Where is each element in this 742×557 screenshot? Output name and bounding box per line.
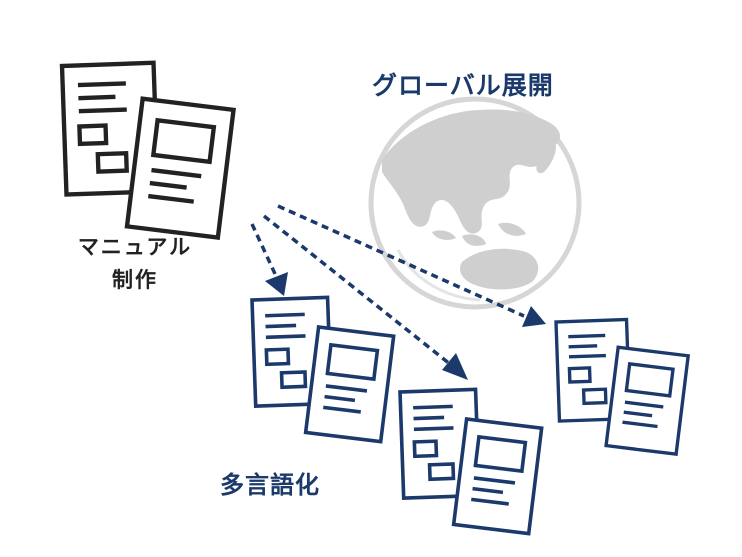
translated-doc-icon-1 — [252, 297, 394, 441]
dashed-arrow-icon — [250, 204, 525, 366]
translated-doc-icon-3 — [556, 320, 688, 455]
multilingual-label: 多言語化 — [220, 471, 320, 499]
manual-production-label: マニュアル 制作 — [60, 231, 210, 297]
global-expansion-label: グローバル展開 — [372, 71, 554, 100]
globe-icon — [368, 96, 582, 310]
manual-label-line1: マニュアル — [77, 235, 193, 259]
manual-label-line2: 制作 — [112, 268, 158, 292]
arrowheads — [265, 272, 546, 380]
source-manual-icon — [62, 63, 234, 238]
translated-doc-icon-2 — [400, 389, 542, 533]
